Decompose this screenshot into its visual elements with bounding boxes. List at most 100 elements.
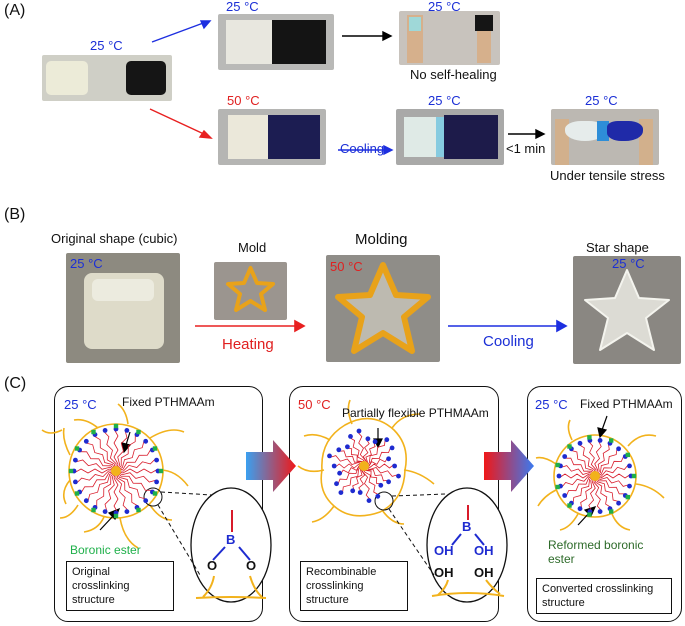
polymer-arm [104, 470, 117, 513]
end-bead [356, 428, 362, 434]
cooling-label: Cooling [340, 141, 385, 156]
end-bead [143, 438, 149, 444]
end-bead [562, 493, 568, 498]
end-bead [357, 490, 363, 495]
end-bead [392, 463, 397, 469]
polymer-arm [80, 470, 117, 494]
core-bead [359, 461, 369, 471]
end-bead [378, 482, 384, 488]
end-bead [562, 454, 568, 459]
cube-gel-photo [66, 253, 180, 363]
ester-bead [74, 446, 80, 451]
joined-gels-photo [218, 14, 334, 70]
section-c-label: (C) [4, 375, 27, 392]
core-bead [590, 471, 600, 481]
polymer-arm [363, 465, 380, 496]
polymer-arm [87, 470, 117, 503]
ester-bead [587, 512, 592, 517]
end-bead [83, 498, 89, 504]
end-bead [334, 481, 339, 487]
end-bead [366, 498, 372, 503]
section-a-label: (A) [4, 2, 26, 19]
ester-bead [91, 429, 96, 435]
end-bead [348, 434, 353, 439]
end-bead [577, 440, 583, 446]
cooling-label: Cooling [483, 333, 534, 350]
ester-bead [136, 507, 141, 513]
polymer-arm [115, 468, 159, 474]
polymer-arm [594, 473, 632, 479]
temp-label: 25 °C [535, 397, 568, 412]
end-bead [124, 509, 130, 514]
polymer-arm [115, 439, 145, 472]
polymer-arm [115, 457, 157, 472]
micelle-core [555, 435, 637, 517]
ester-bead [625, 494, 630, 500]
end-bead [389, 445, 395, 451]
polymer-network-heated [297, 399, 435, 525]
end-bead [102, 509, 108, 514]
polymer-arm [594, 475, 627, 495]
star-shape-label: Star shape [586, 240, 649, 255]
micelle-core [68, 423, 164, 519]
polymer-arm [84, 442, 117, 472]
polymer-arm [594, 475, 631, 487]
core-bead [111, 466, 121, 476]
boronic-ester-label: Boronic ester [70, 543, 141, 557]
ester-bead [113, 423, 119, 429]
hydroxyl-label: OH [434, 565, 454, 580]
polymer-arm [580, 475, 596, 510]
ester-bead [587, 435, 592, 440]
polymer-arm [115, 470, 148, 500]
temp-label: 25 °C [226, 0, 259, 14]
polymer-arm [342, 465, 365, 494]
micelle-core [327, 428, 401, 503]
end-bead [577, 506, 583, 512]
polymer-arm [594, 475, 613, 509]
temp-label: 25 °C [90, 38, 123, 53]
star-mold-photo [214, 262, 287, 320]
polymer-arm [93, 435, 117, 472]
fixed-pthmaam-label: Fixed PTHMAAm [122, 395, 215, 409]
ester-bead [567, 503, 572, 508]
ester-bead [113, 513, 119, 519]
end-bead [345, 444, 350, 450]
polymer-arm [115, 470, 158, 483]
ester-bead [631, 473, 637, 479]
ester-bead [609, 509, 614, 514]
end-bead [616, 500, 621, 506]
polymer-arm [333, 463, 365, 469]
end-bead [597, 438, 603, 443]
polymer-arm [363, 465, 400, 477]
stretched-gel-photo [551, 109, 659, 165]
boron-label: B [226, 532, 236, 547]
end-bead [597, 509, 603, 514]
heated-gels-photo [218, 109, 326, 165]
polymer-arm [115, 448, 152, 472]
polymer-arm [588, 475, 596, 513]
end-bead [336, 447, 342, 453]
polymer-arm [102, 430, 117, 472]
separated-gels-photo [399, 11, 500, 65]
ester-bead [625, 452, 630, 458]
polymer-arm [594, 463, 630, 477]
polymer-arm [78, 451, 117, 472]
polymer-arm [113, 470, 119, 514]
temp-label: 50 °C [330, 259, 363, 274]
temp-label: 25 °C [64, 397, 97, 412]
end-bead [386, 479, 391, 485]
temp-label: 25 °C [585, 93, 618, 108]
partially-flexible-label: Partially flexible PTHMAAm [342, 406, 489, 420]
end-bead [372, 439, 378, 445]
end-bead [384, 437, 390, 443]
polymer-arm [563, 457, 596, 477]
polymer-arm [569, 449, 596, 477]
end-bead [143, 498, 149, 504]
polymer-arm [594, 475, 621, 503]
polymer-arm [559, 465, 596, 477]
temp-label: 50 °C [227, 93, 260, 108]
ester-bead [158, 468, 164, 474]
section-b-label: (B) [4, 206, 26, 223]
polymer-arm [594, 442, 610, 477]
